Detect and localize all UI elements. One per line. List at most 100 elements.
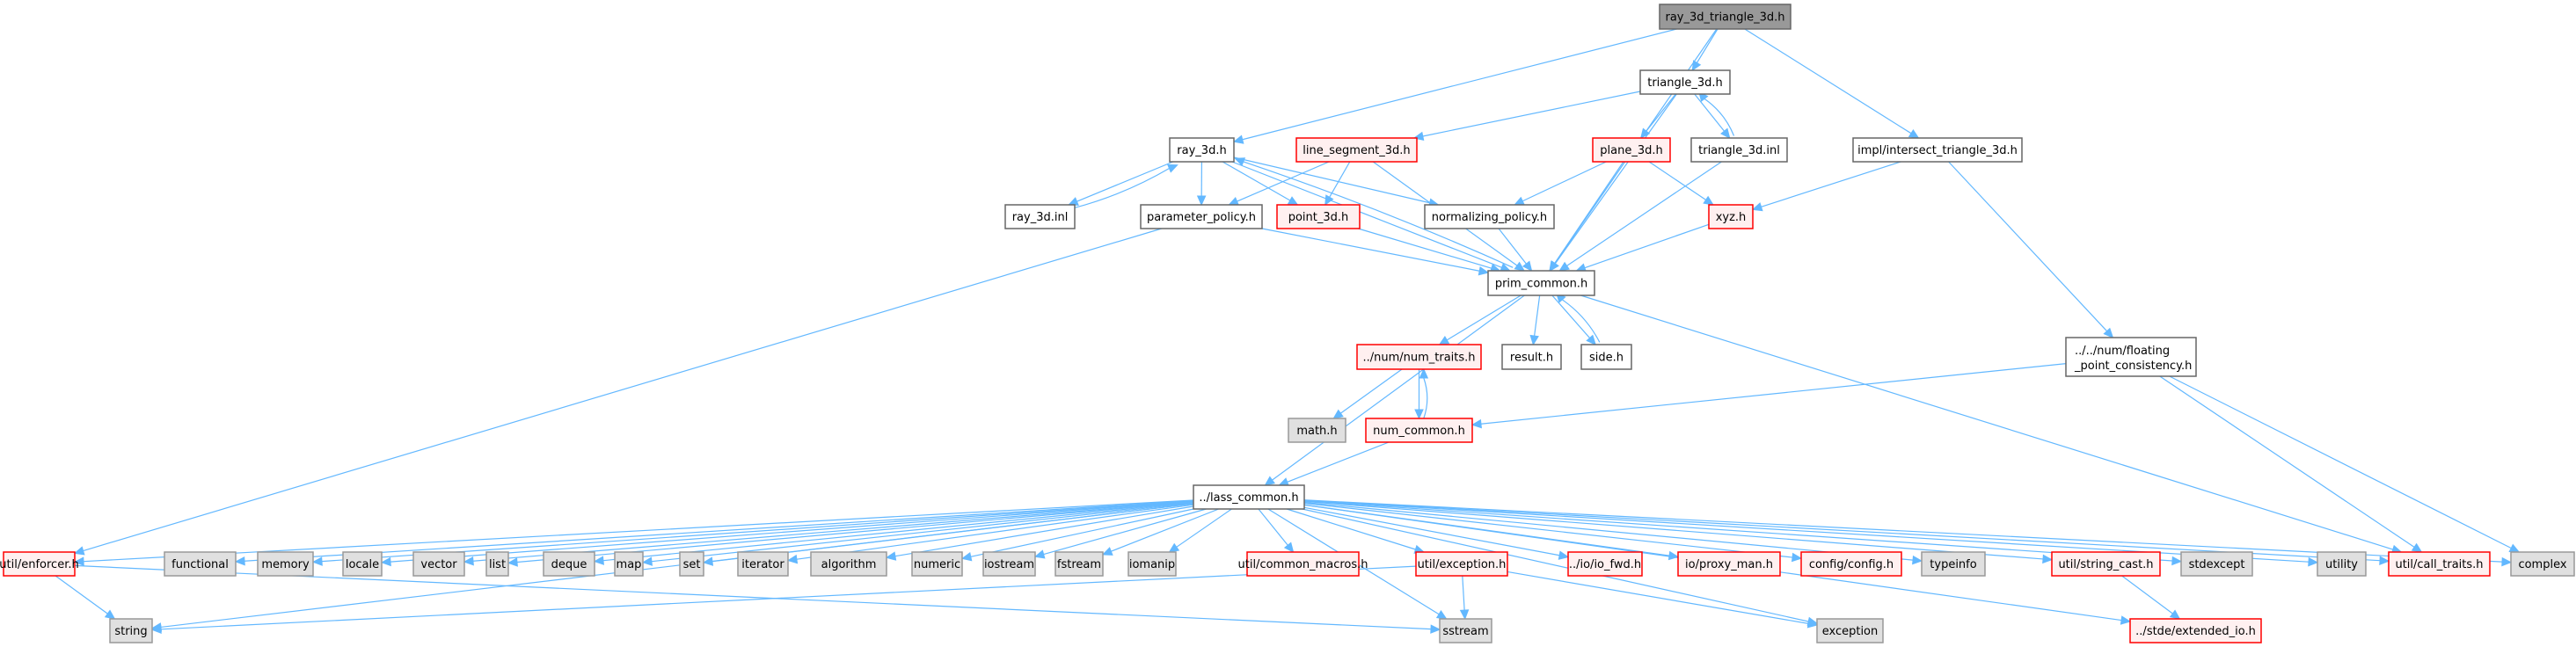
node-map[interactable]: map	[614, 551, 644, 577]
node-label: ray_3d.h	[1177, 144, 1226, 157]
node-num-common-h[interactable]: num_common.h	[1365, 418, 1473, 443]
node-ray-3d-h[interactable]: ray_3d.h	[1169, 137, 1235, 163]
arrowhead-icon	[1324, 194, 1334, 207]
node-label: point_3d.h	[1288, 211, 1349, 224]
node-utility[interactable]: utility	[2317, 551, 2367, 577]
node-set[interactable]: set	[679, 551, 704, 577]
node-locale[interactable]: locale	[342, 551, 383, 577]
edge-line	[1534, 294, 1541, 337]
edge-plane-to-normpol	[1514, 161, 1607, 206]
node-line-segment-3d-h[interactable]: line_segment_3d.h	[1295, 137, 1418, 163]
edge-triangle-to-triinl	[1694, 93, 1731, 139]
edge-line	[1073, 168, 1170, 209]
node-box	[164, 551, 237, 577]
edge-intersect-to-xyz	[1751, 161, 1901, 212]
edge-fpc-to-numcommon	[1470, 363, 2067, 429]
node-num-num-traits-h[interactable]: ../num/num_traits.h	[1356, 344, 1482, 370]
node-io-proxy-man-h[interactable]: io/proxy_man.h	[1677, 551, 1781, 577]
arrowhead-icon	[1283, 542, 1295, 553]
node-label: iterator	[741, 558, 784, 571]
arrowhead-icon	[73, 546, 85, 556]
arrowhead-icon	[1068, 197, 1079, 206]
node-box	[1592, 137, 1671, 163]
node-complex[interactable]: complex	[2510, 551, 2575, 577]
node-deque[interactable]: deque	[543, 551, 595, 577]
node-box	[1424, 204, 1555, 229]
node-algorithm[interactable]: algorithm	[810, 551, 887, 577]
node-triangle-3d-inl[interactable]: triangle_3d.inl	[1690, 137, 1788, 163]
node-string[interactable]: string	[109, 618, 153, 643]
node-iostream[interactable]: iostream	[982, 551, 1036, 577]
node-box	[2129, 618, 2262, 643]
node-iomanip[interactable]: iomanip	[1127, 551, 1177, 577]
node-ray-3d-triangle-3d-h[interactable]: ray_3d_triangle_3d.h	[1659, 4, 1792, 30]
edge-xyz-to-prim	[1575, 223, 1710, 273]
node-stde-extended-io-h[interactable]: ../stde/extended_io.h	[2129, 618, 2262, 643]
node-typeinfo[interactable]: typeinfo	[1921, 551, 1986, 577]
node-triangle-3d-h[interactable]: triangle_3d.h	[1639, 69, 1731, 95]
node-sstream[interactable]: sstream	[1439, 618, 1492, 643]
node-box	[543, 551, 595, 577]
node-box	[679, 551, 704, 577]
node-iterator[interactable]: iterator	[737, 551, 789, 577]
node-util-common-macros-h[interactable]: util/common_macros.h	[1238, 551, 1368, 577]
node-label: util/string_cast.h	[2058, 558, 2153, 571]
edge-line	[1580, 294, 2393, 550]
node-memory[interactable]: memory	[257, 551, 314, 577]
node-ray-3d-inl[interactable]: ray_3d.inl	[1004, 204, 1076, 229]
node-impl-intersect-triangle-3d-h[interactable]: impl/intersect_triangle_3d.h	[1852, 137, 2023, 163]
node-box	[2510, 551, 2575, 577]
node-box	[2051, 551, 2161, 577]
edge-line	[1584, 223, 1710, 269]
node-box	[1439, 618, 1492, 643]
edge-line	[2169, 375, 2512, 549]
node-lass-common-h[interactable]: ../lass_common.h	[1193, 484, 1305, 510]
edge-layer	[55, 28, 2521, 635]
node-list[interactable]: list	[485, 551, 509, 577]
node-stdexcept[interactable]: stdexcept	[2180, 551, 2253, 577]
edge-line	[1554, 93, 1677, 265]
edge-line	[55, 575, 108, 614]
node-label: ../io/io_fwd.h	[1569, 558, 1641, 571]
edge-line	[1340, 368, 1403, 414]
node-exception[interactable]: exception	[1816, 618, 1884, 643]
node-xyz-h[interactable]: xyz.h	[1708, 204, 1754, 229]
node-point-3d-h[interactable]: point_3d.h	[1276, 204, 1361, 229]
node-util-exception-h[interactable]: util/exception.h	[1415, 551, 1508, 577]
node-io-io-fwd-h[interactable]: ../io/io_fwd.h	[1567, 551, 1643, 577]
edge-root-to-triangle	[1691, 28, 1719, 72]
node-parameter-policy-h[interactable]: parameter_policy.h	[1140, 204, 1263, 229]
edge-lass-to-utility	[1303, 499, 2319, 567]
node-result-h[interactable]: result.h	[1501, 344, 1562, 370]
arrowhead-icon	[1478, 265, 1490, 276]
edge-lass-to-iomanip	[1168, 508, 1232, 553]
node-num-floating-point-consistency-h[interactable]: ../../num/floating_point_consistency.h	[2065, 337, 2197, 377]
arrowhead-icon	[2120, 615, 2132, 625]
node-label: ../../num/floating_point_consistency.h	[2074, 345, 2192, 373]
node-util-call-traits-h[interactable]: util/call_traits.h	[2388, 551, 2491, 577]
node-side-h[interactable]: side.h	[1580, 344, 1632, 370]
node-config-config-h[interactable]: config/config.h	[1800, 551, 1902, 577]
node-util-enforcer-h[interactable]: util/enforcer.h	[0, 551, 79, 577]
node-box	[1800, 551, 1902, 577]
edge-intersect-to-fpc	[1948, 161, 2114, 338]
node-fstream[interactable]: fstream	[1054, 551, 1104, 577]
node-label: typeinfo	[1930, 558, 1976, 571]
node-label: functional	[171, 558, 229, 571]
node-box	[1487, 270, 1595, 296]
edge-line	[1076, 161, 1174, 202]
node-util-string-cast-h[interactable]: util/string_cast.h	[2051, 551, 2161, 577]
edge-lass-to-iofwd	[1303, 506, 1570, 560]
node-plane-3d-h[interactable]: plane_3d.h	[1592, 137, 1671, 163]
node-numeric[interactable]: numeric	[911, 551, 963, 577]
node-normalizing-policy-h[interactable]: normalizing_policy.h	[1424, 204, 1555, 229]
arrowhead-icon	[2169, 609, 2181, 620]
node-math-h[interactable]: math.h	[1288, 418, 1346, 443]
edge-root-to-intersect	[1744, 28, 1920, 139]
node-vector[interactable]: vector	[412, 551, 465, 577]
node-functional[interactable]: functional	[164, 551, 237, 577]
node-prim-common-h[interactable]: prim_common.h	[1487, 270, 1595, 296]
node-label: sstream	[1442, 625, 1488, 638]
arrowhead-icon	[1791, 552, 1803, 563]
